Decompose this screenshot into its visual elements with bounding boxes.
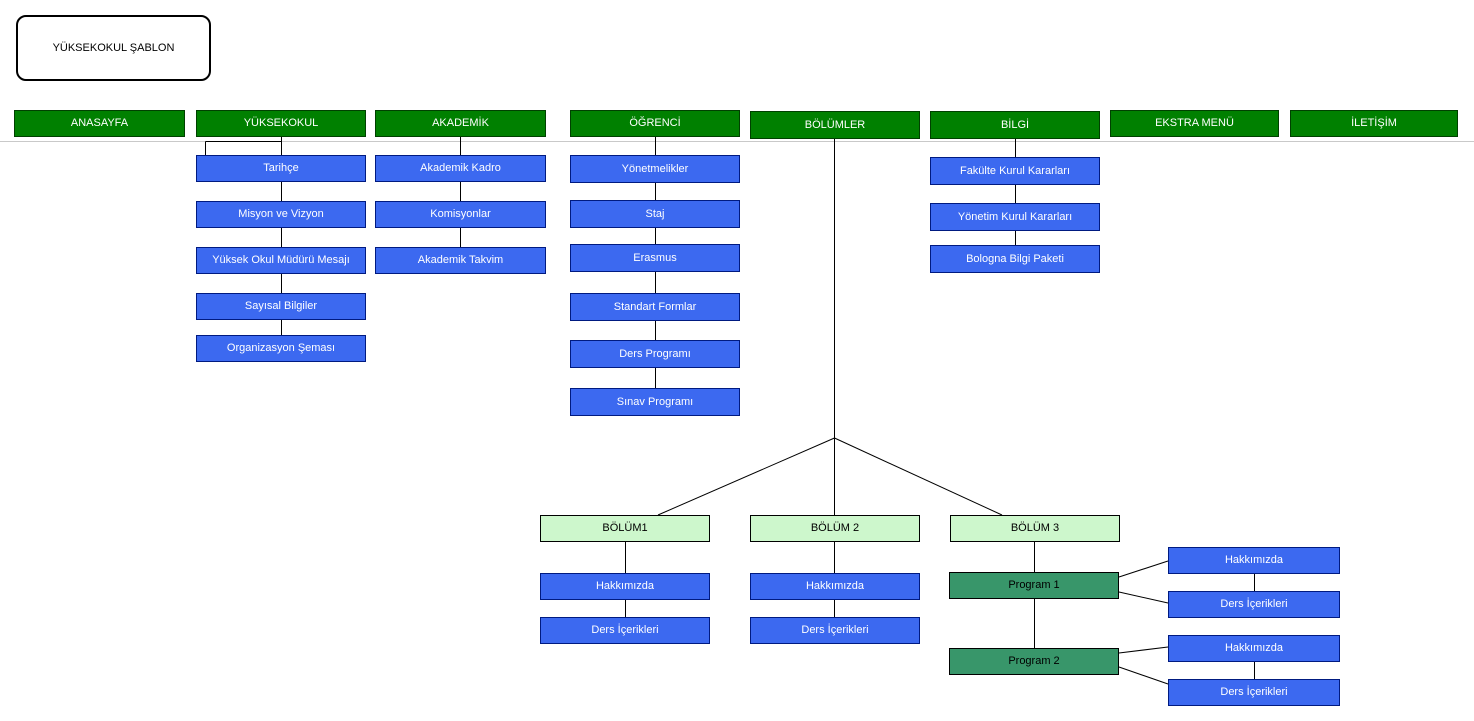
node-bolum1-ders-icerikleri[interactable]: Ders İçerikleri xyxy=(540,617,710,644)
menu-yuksekokul[interactable]: YÜKSEKOKUL xyxy=(196,110,366,137)
menu-ekstra-menu[interactable]: EKSTRA MENÜ xyxy=(1110,110,1279,137)
node-program1-ders-icerikleri[interactable]: Ders İçerikleri xyxy=(1168,591,1340,618)
node-bolum2-hakkimizda[interactable]: Hakkımızda xyxy=(750,573,920,600)
node-erasmus[interactable]: Erasmus xyxy=(570,244,740,272)
node-akademik-takvim[interactable]: Akademik Takvim xyxy=(375,247,546,274)
node-bolum-3[interactable]: BÖLÜM 3 xyxy=(950,515,1120,542)
node-tarihce[interactable]: Tarihçe xyxy=(196,155,366,182)
menu-ogrenci[interactable]: ÖĞRENCİ xyxy=(570,110,740,137)
menu-akademik[interactable]: AKADEMİK xyxy=(375,110,546,137)
node-sayisal-bilgiler[interactable]: Sayısal Bilgiler xyxy=(196,293,366,320)
node-bolum1-hakkimizda[interactable]: Hakkımızda xyxy=(540,573,710,600)
node-program-1[interactable]: Program 1 xyxy=(949,572,1119,599)
node-bolum-1[interactable]: BÖLÜM1 xyxy=(540,515,710,542)
node-program1-hakkimizda[interactable]: Hakkımızda xyxy=(1168,547,1340,574)
node-yonetim-kurul-kararlari[interactable]: Yönetim Kurul Kararları xyxy=(930,203,1100,231)
node-ders-programi[interactable]: Ders Programı xyxy=(570,340,740,368)
menu-anasayfa[interactable]: ANASAYFA xyxy=(14,110,185,137)
node-bolum-2[interactable]: BÖLÜM 2 xyxy=(750,515,920,542)
node-yonetmelikler[interactable]: Yönetmelikler xyxy=(570,155,740,183)
template-title-box: YÜKSEKOKUL ŞABLON xyxy=(16,15,211,81)
menu-bolumler[interactable]: BÖLÜMLER xyxy=(750,111,920,139)
node-staj[interactable]: Staj xyxy=(570,200,740,228)
node-program-2[interactable]: Program 2 xyxy=(949,648,1119,675)
node-program2-hakkimizda[interactable]: Hakkımızda xyxy=(1168,635,1340,662)
node-misyon-ve-vizyon[interactable]: Misyon ve Vizyon xyxy=(196,201,366,228)
node-standart-formlar[interactable]: Standart Formlar xyxy=(570,293,740,321)
node-program2-ders-icerikleri[interactable]: Ders İçerikleri xyxy=(1168,679,1340,706)
node-bologna-bilgi-paketi[interactable]: Bologna Bilgi Paketi xyxy=(930,245,1100,273)
template-title-label: YÜKSEKOKUL ŞABLON xyxy=(52,42,175,54)
menu-bilgi[interactable]: BİLGİ xyxy=(930,111,1100,139)
node-bolum2-ders-icerikleri[interactable]: Ders İçerikleri xyxy=(750,617,920,644)
node-organizasyon-semasi[interactable]: Organizasyon Şeması xyxy=(196,335,366,362)
node-fakulte-kurul-kararlari[interactable]: Fakülte Kurul Kararları xyxy=(930,157,1100,185)
node-sinav-programi[interactable]: Sınav Programı xyxy=(570,388,740,416)
node-akademik-kadro[interactable]: Akademik Kadro xyxy=(375,155,546,182)
node-komisyonlar[interactable]: Komisyonlar xyxy=(375,201,546,228)
menu-iletisim[interactable]: İLETİŞİM xyxy=(1290,110,1458,137)
node-yuksek-okul-muduru-mesaji[interactable]: Yüksek Okul Müdürü Mesajı xyxy=(196,247,366,274)
